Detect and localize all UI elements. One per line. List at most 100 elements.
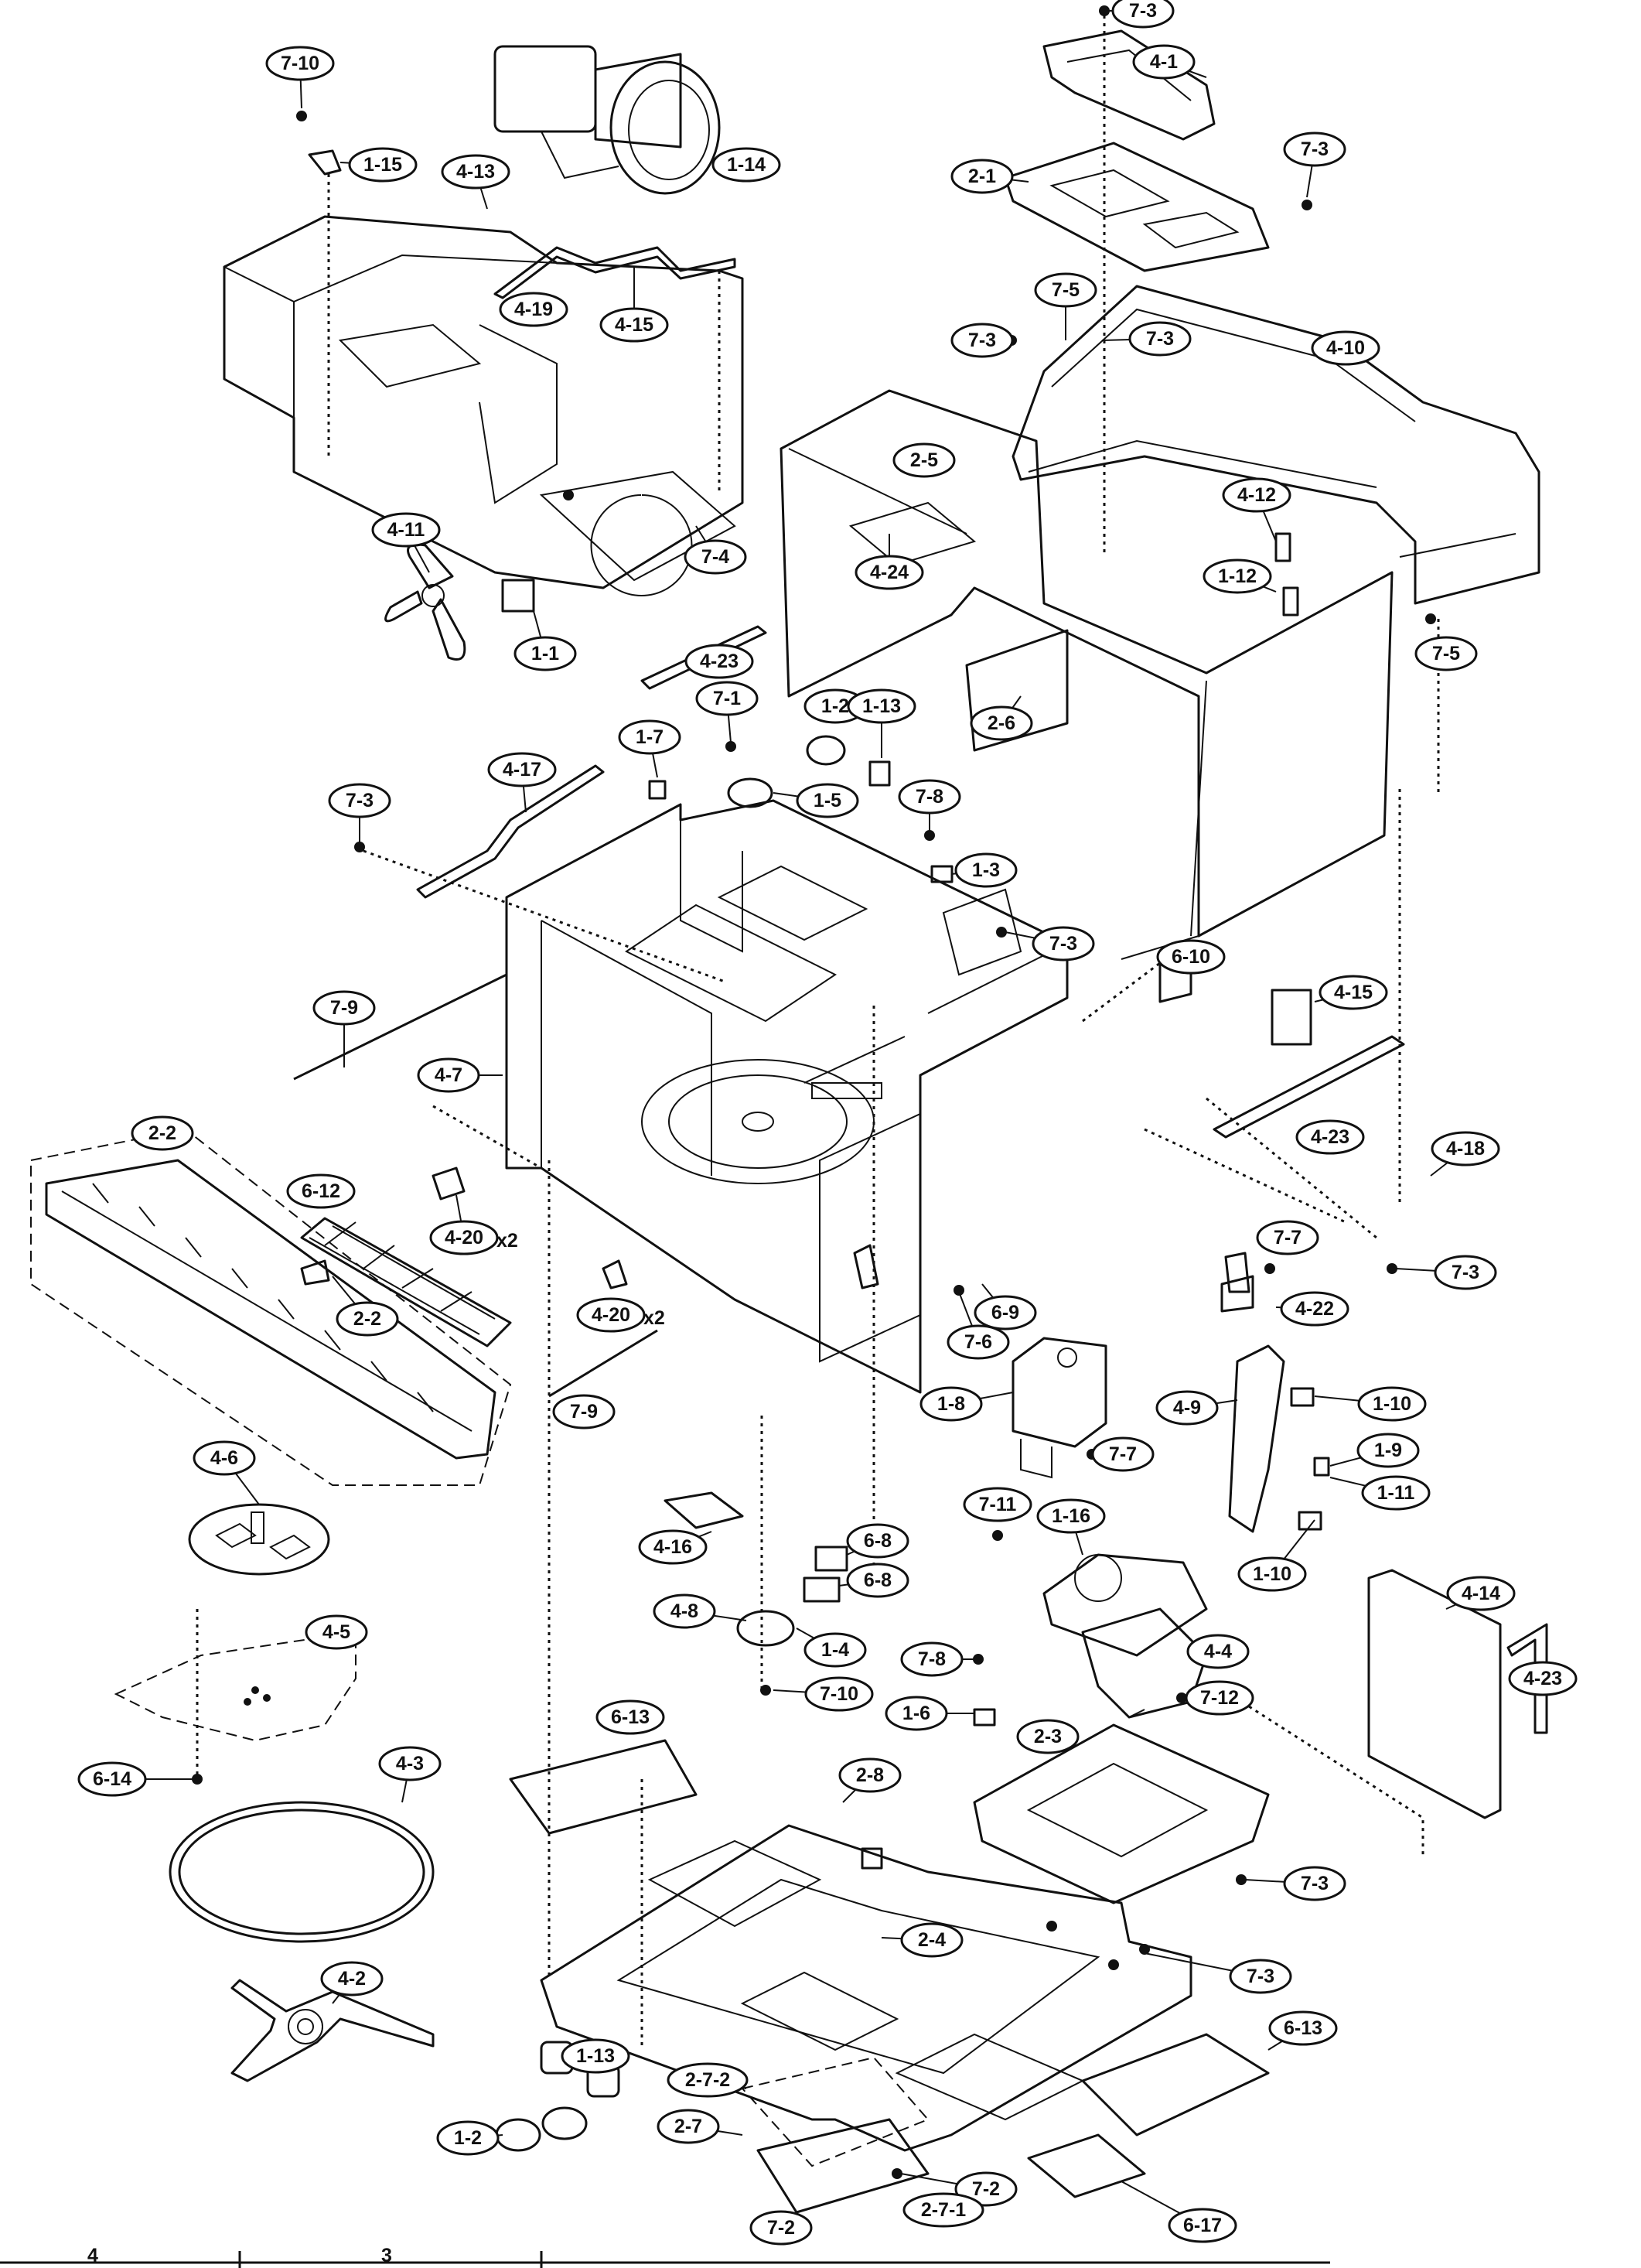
callout-2-7: 2-7 bbox=[657, 2109, 743, 2144]
callout-label: 2-7-1 bbox=[921, 2199, 966, 2221]
callout-oval bbox=[193, 1440, 256, 1476]
callout-4-2: 4-2 bbox=[320, 1961, 384, 2004]
callout-label: 7-3 bbox=[1129, 0, 1157, 22]
callout-label: 4-10 bbox=[1326, 337, 1365, 359]
callout-label: 4-16 bbox=[653, 1536, 692, 1558]
callout-1-7: 1-7 bbox=[618, 719, 681, 778]
callout-oval bbox=[561, 2038, 630, 2074]
callout-oval bbox=[1256, 1220, 1319, 1255]
callout-1-4: 1-4 bbox=[796, 1628, 867, 1668]
small-part-drawing bbox=[1224, 1252, 1250, 1293]
turntable-sheet-drawing bbox=[114, 1631, 357, 1742]
strip-drawing bbox=[1506, 1623, 1548, 1734]
small-part-drawing bbox=[803, 1576, 841, 1603]
callout-label: 6-9 bbox=[991, 1302, 1019, 1324]
callout-2-1: 2-1 bbox=[950, 159, 1029, 194]
callout-oval bbox=[429, 1220, 499, 1255]
small-part-drawing bbox=[736, 1610, 795, 1647]
callout-oval bbox=[1229, 1959, 1292, 1994]
callout-label: 7-12 bbox=[1200, 1687, 1239, 1709]
callout-oval bbox=[1132, 44, 1196, 80]
callout-1-6: 1-6 bbox=[885, 1696, 974, 1731]
small-part-drawing bbox=[727, 777, 773, 808]
access-cover-drawing bbox=[741, 2056, 930, 2167]
main-chassis-drawing bbox=[505, 799, 1069, 1394]
callout-label: 2-4 bbox=[918, 1929, 946, 1951]
callout-oval bbox=[378, 1746, 442, 1781]
callout-label: 4-3 bbox=[396, 1753, 424, 1774]
callout-label: 1-11 bbox=[1377, 1482, 1415, 1504]
callout-label: 6-12 bbox=[302, 1180, 340, 1202]
callout-oval bbox=[1016, 1719, 1080, 1754]
callout-4-23: 4-23 bbox=[1295, 1119, 1365, 1155]
access-cover-drawing bbox=[756, 2118, 930, 2214]
callout-2-2: 2-2 bbox=[332, 1276, 399, 1337]
callout-label: 4-6 bbox=[210, 1447, 238, 1469]
top-plate-drawing bbox=[1004, 142, 1270, 272]
callout-oval bbox=[1186, 1634, 1250, 1669]
callout-label: 4-7 bbox=[435, 1064, 462, 1086]
assembly-lines bbox=[196, 15, 1440, 2050]
blower-motor-drawing bbox=[493, 45, 721, 195]
callout-1-12: 1-12 bbox=[1203, 558, 1277, 594]
small-part-drawing bbox=[861, 1847, 883, 1870]
callout-oval bbox=[265, 46, 335, 81]
callout-label: 7-9 bbox=[570, 1401, 598, 1423]
small-part-drawing bbox=[853, 1244, 879, 1289]
callout-7-7: 7-7 bbox=[1256, 1220, 1319, 1255]
callout-oval bbox=[846, 1563, 909, 1598]
small-part-drawing bbox=[1220, 1275, 1254, 1313]
footer-table: 4 3 bbox=[0, 2245, 1330, 2268]
callout-1-15: 1-15 bbox=[339, 147, 418, 183]
callout-1-8: 1-8 bbox=[919, 1386, 1014, 1422]
callout-label: 7-3 bbox=[1301, 138, 1329, 160]
callout-label: 7-3 bbox=[968, 330, 996, 351]
callout-oval bbox=[1034, 272, 1097, 308]
callout-label: 6-8 bbox=[864, 1530, 892, 1552]
callout-6-8: 6-8 bbox=[838, 1563, 909, 1598]
callout-oval bbox=[328, 783, 391, 818]
callout-label: 7-1 bbox=[713, 688, 741, 709]
callout-4-15: 4-15 bbox=[1314, 975, 1388, 1010]
quantity-multiplier: x2 bbox=[643, 1307, 665, 1329]
callout-label: 6-13 bbox=[1284, 2017, 1322, 2039]
callout-label: 6-8 bbox=[864, 1569, 892, 1591]
callout-7-2: 7-2 bbox=[749, 2210, 813, 2246]
callout-oval bbox=[1311, 330, 1380, 366]
callout-oval bbox=[638, 1529, 708, 1565]
callout-7-7: 7-7 bbox=[1091, 1436, 1155, 1472]
callout-1-11: 1-11 bbox=[1329, 1475, 1431, 1511]
callout-label: 7-3 bbox=[1301, 1873, 1329, 1894]
callout-oval bbox=[711, 147, 781, 183]
outer-cabinet-drawing bbox=[780, 389, 1394, 960]
callout-oval bbox=[348, 147, 418, 183]
callout-oval bbox=[900, 1922, 964, 1958]
callout-label: 1-10 bbox=[1253, 1563, 1291, 1585]
callout-oval bbox=[885, 1696, 948, 1731]
callout-label: 4-8 bbox=[670, 1600, 698, 1622]
callout-oval bbox=[847, 688, 916, 724]
callout-7-6: 7-6 bbox=[947, 1291, 1010, 1360]
callout-label: 7-7 bbox=[1109, 1443, 1137, 1465]
callout-oval bbox=[963, 1487, 1032, 1522]
callout-label: 4-23 bbox=[1311, 1126, 1349, 1148]
callout-label: 1-7 bbox=[636, 726, 664, 748]
callout-6-14: 6-14 bbox=[77, 1761, 197, 1797]
callout-label: 7-8 bbox=[918, 1648, 946, 1670]
pad-drawing bbox=[509, 1739, 1270, 2136]
callout-oval bbox=[336, 1301, 399, 1337]
callout-oval bbox=[667, 2062, 749, 2098]
callout-oval bbox=[838, 1757, 902, 1793]
callout-6-9: 6-9 bbox=[974, 1283, 1037, 1330]
callout-label: 7-11 bbox=[979, 1494, 1017, 1515]
callout-oval bbox=[513, 636, 577, 671]
callout-6-13: 6-13 bbox=[1267, 2010, 1338, 2051]
callout-oval bbox=[1434, 1255, 1497, 1290]
callout-label: 2-2 bbox=[353, 1308, 381, 1330]
callout-label: 1-4 bbox=[821, 1639, 849, 1661]
callout-oval bbox=[1356, 1433, 1420, 1468]
callout-oval bbox=[417, 1057, 480, 1093]
callout-label: 4-20 bbox=[445, 1227, 483, 1248]
callout-label: 1-14 bbox=[727, 154, 766, 176]
